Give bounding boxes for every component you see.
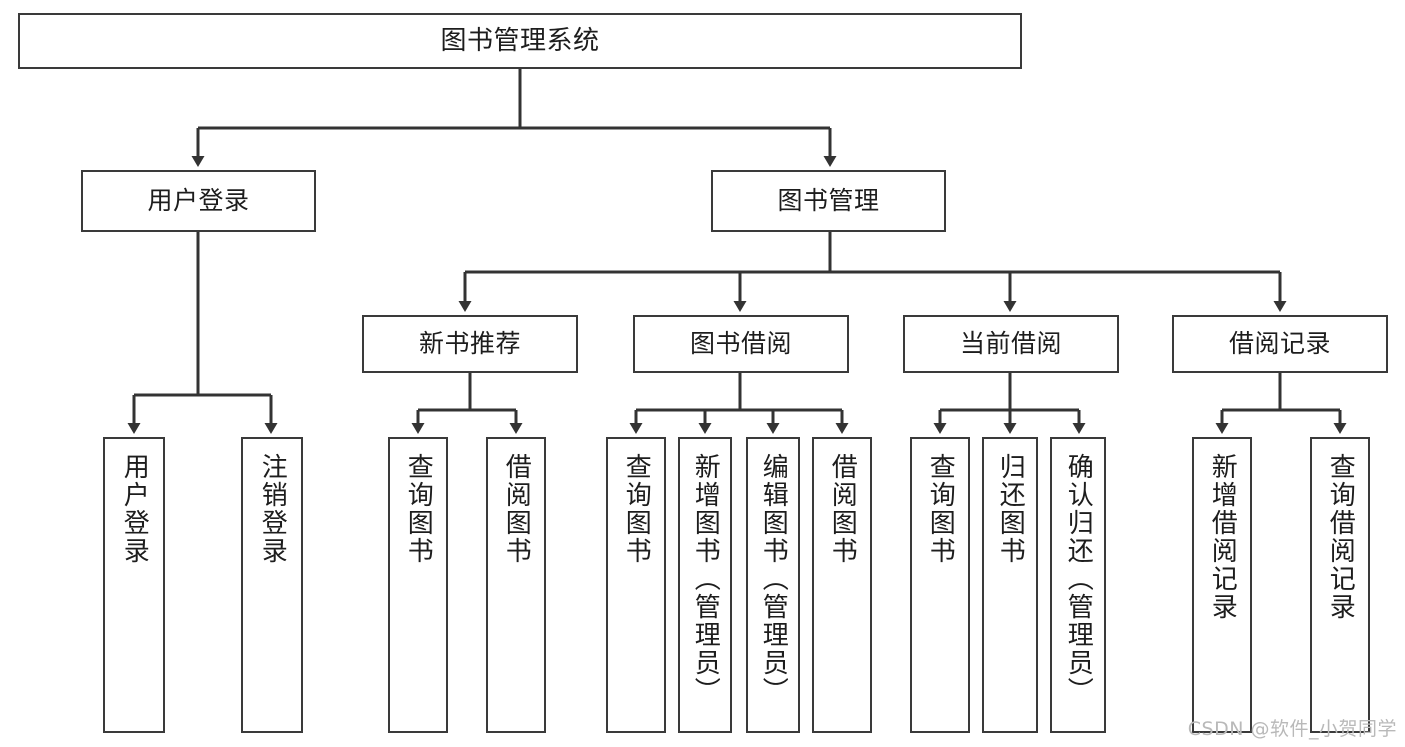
node-label: 查询图书: [621, 453, 652, 565]
node-label: 查询图书: [403, 453, 434, 565]
leaf-查询图书-图书借阅[interactable]: 查询图书: [606, 437, 666, 733]
leaf-查询图书-新书推荐[interactable]: 查询图书: [388, 437, 448, 733]
node-label: 借阅图书: [827, 453, 858, 565]
node-图书借阅[interactable]: 图书借阅: [633, 315, 849, 373]
node-label: 当前借阅: [959, 329, 1062, 359]
leaf-借阅图书-图书借阅[interactable]: 借阅图书: [812, 437, 872, 733]
leaf-新增图书-管理员[interactable]: 新增图书（管理员）: [678, 437, 732, 733]
node-label: 确认归还（管理员）: [1063, 453, 1094, 705]
node-当前借阅[interactable]: 当前借阅: [903, 315, 1119, 373]
node-label: 归还图书: [995, 453, 1026, 565]
node-label: 新增图书（管理员）: [690, 453, 721, 705]
leaf-用户登录[interactable]: 用户登录: [103, 437, 165, 733]
node-label: 图书管理: [777, 186, 880, 216]
leaf-查询图书-当前借阅[interactable]: 查询图书: [910, 437, 970, 733]
leaf-查询借阅记录[interactable]: 查询借阅记录: [1310, 437, 1370, 733]
leaf-注销登录[interactable]: 注销登录: [241, 437, 303, 733]
node-用户登录[interactable]: 用户登录: [81, 170, 316, 232]
node-借阅记录[interactable]: 借阅记录: [1172, 315, 1388, 373]
node-label: 用户登录: [119, 453, 150, 565]
node-label: 用户登录: [147, 186, 250, 216]
leaf-借阅图书-新书推荐[interactable]: 借阅图书: [486, 437, 546, 733]
csdn-watermark: CSDN @软件_小贺同学: [1187, 718, 1397, 740]
leaf-编辑图书-管理员[interactable]: 编辑图书（管理员）: [746, 437, 800, 733]
node-label: 新增借阅记录: [1207, 453, 1238, 621]
node-label: 编辑图书（管理员）: [758, 453, 789, 705]
node-label: 借阅图书: [501, 453, 532, 565]
node-label: 新书推荐: [418, 329, 521, 359]
node-label: 注销登录: [257, 453, 288, 565]
node-图书管理[interactable]: 图书管理: [711, 170, 946, 232]
node-root-图书管理系统[interactable]: 图书管理系统: [18, 13, 1022, 69]
leaf-归还图书[interactable]: 归还图书: [982, 437, 1038, 733]
node-label: 借阅记录: [1228, 329, 1331, 359]
leaf-确认归还-管理员[interactable]: 确认归还（管理员）: [1050, 437, 1106, 733]
leaf-新增借阅记录[interactable]: 新增借阅记录: [1192, 437, 1252, 733]
node-新书推荐[interactable]: 新书推荐: [362, 315, 578, 373]
node-label: 图书借阅: [689, 329, 792, 359]
node-label: 查询图书: [925, 453, 956, 565]
node-label: 查询借阅记录: [1325, 453, 1356, 621]
node-label: 图书管理系统: [440, 25, 600, 56]
